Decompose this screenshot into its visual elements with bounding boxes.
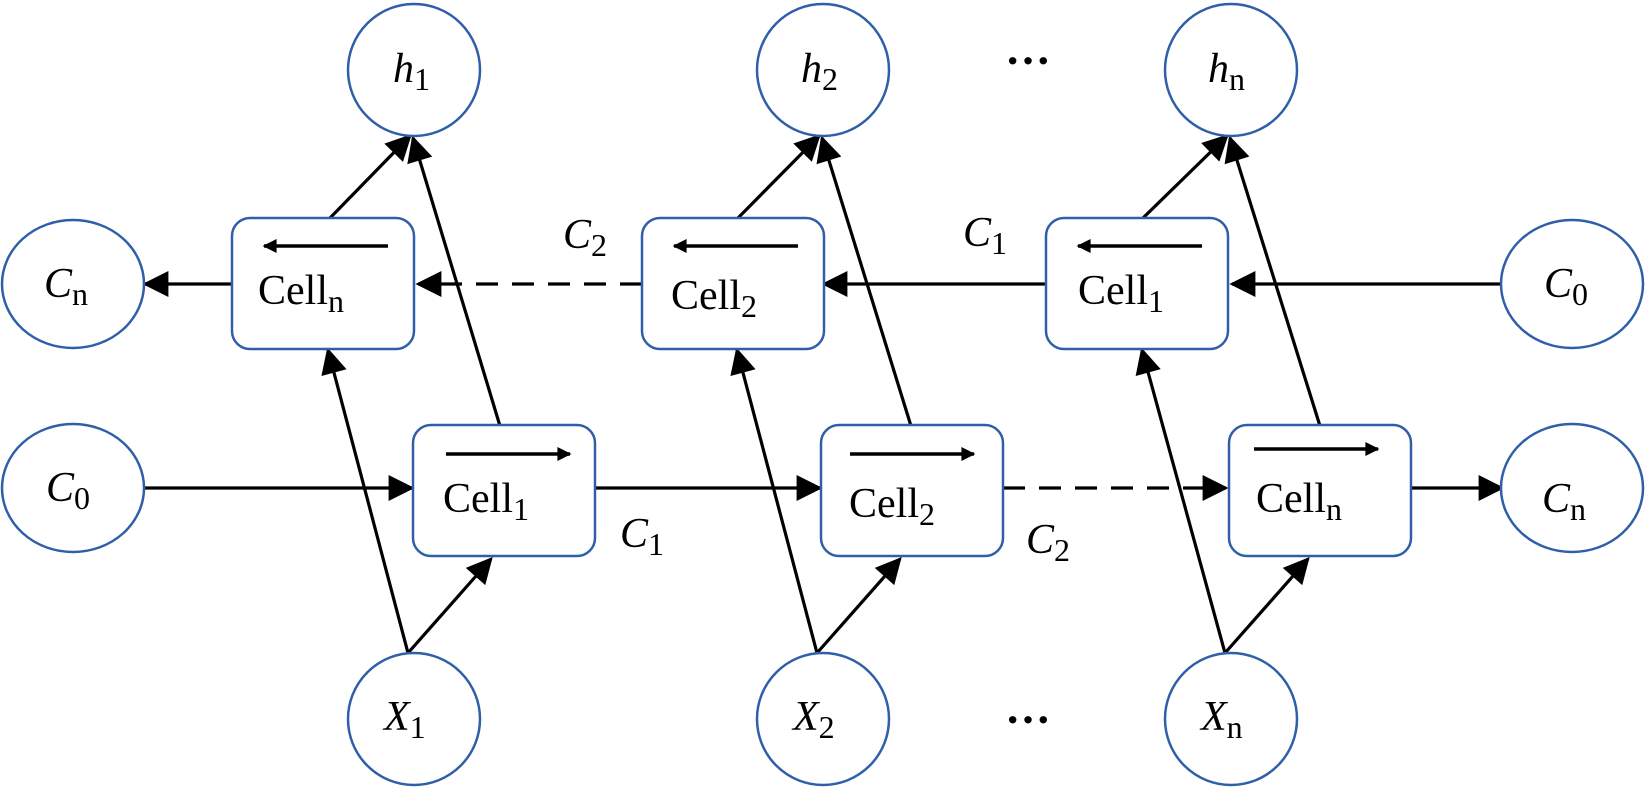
input-node-circle [755,651,891,787]
forward-start-state: C0 [0,422,146,554]
state-node-ellipse [0,218,146,350]
forward-cell-2: Cell2 [819,423,1005,558]
backward-link-label-1: C1 [963,210,1007,261]
input-node-circle [346,651,482,787]
ellipsis-top: ··· [1005,35,1051,86]
edge-forward-cell1-to-h1 [407,135,502,427]
input-nodes: X1 X2 Xn ··· [346,651,1299,787]
cell-label: Cell2 [849,481,935,532]
forward-layer: C0 Cn Cell1 Cell2 Celln C1 C2 [0,422,1645,568]
state-node-label: C0 [1544,261,1588,312]
output-node-circle [346,2,482,138]
cell-box [1044,216,1230,351]
input-node-x1: X1 [346,651,482,787]
backward-layer: C0 Cn Cell1 Cell2 Celln C1 C2 [0,210,1645,351]
forward-cell-1: Cell1 [411,423,597,558]
input-node-label: X2 [791,694,835,745]
edge-x2-to-backward-cell2 [730,347,819,654]
input-node-x2: X2 [755,651,891,787]
output-node-label: h1 [393,46,430,97]
ellipsis-bottom: ··· [1005,694,1051,745]
input-node-label: X1 [382,694,426,745]
input-node-circle [1163,651,1299,787]
state-node-ellipse [1499,422,1645,554]
state-node-label: Cn [1542,476,1586,527]
backward-end-state: Cn [0,218,146,350]
cell-box [819,423,1005,558]
edge-x1-to-forward-cell1 [406,557,493,655]
forward-cell-n: Celln [1227,423,1413,558]
output-node-label: hn [1208,46,1245,97]
backward-cell-2: Cell2 [640,216,826,351]
output-node-hn: hn [1163,2,1299,138]
backward-link-label-2: C2 [563,212,607,263]
input-node-label: Xn [1199,694,1243,745]
edges [142,134,1505,655]
edge-xn-to-backward-cell1 [1135,347,1227,654]
edge-x2-to-forward-cell2 [815,557,902,655]
edge-backward-celln-to-h1 [328,134,412,220]
edge-forward-celln-to-hn [1224,135,1322,427]
cell-label: Cell2 [671,273,757,324]
state-node-label: C0 [46,465,90,516]
output-node-h2: h2 [755,2,891,138]
edge-xn-to-forward-celln [1223,557,1310,655]
forward-link-label-2: C2 [1026,517,1070,568]
state-node-ellipse [0,422,146,554]
cell-label: Cell1 [1078,268,1164,319]
cell-box [1227,423,1413,558]
cell-label: Cell1 [443,476,529,527]
cell-box [230,216,416,351]
edge-backward-cell1-to-hn [1141,134,1229,220]
input-node-xn: Xn [1163,651,1299,787]
state-node-ellipse [1499,218,1645,350]
edge-forward-cell2-to-h2 [816,135,913,427]
output-node-h1: h1 [346,2,482,138]
forward-link-label-1: C1 [620,511,664,562]
output-node-circle [755,2,891,138]
backward-cell-1: Cell1 [1044,216,1230,351]
edge-backward-cell2-to-h2 [736,134,821,220]
cell-box [640,216,826,351]
edge-x1-to-backward-celln [321,347,410,654]
cell-label: Celln [1256,476,1342,527]
state-node-label: Cn [44,261,88,312]
output-node-circle [1163,2,1299,138]
output-nodes: h1 h2 hn ··· [346,2,1299,138]
backward-cell-n: Celln [230,216,416,351]
cell-box [411,423,597,558]
cell-label: Celln [258,268,344,319]
backward-start-state: C0 [1499,218,1645,350]
output-node-label: h2 [801,46,838,97]
forward-end-state: Cn [1499,422,1645,554]
